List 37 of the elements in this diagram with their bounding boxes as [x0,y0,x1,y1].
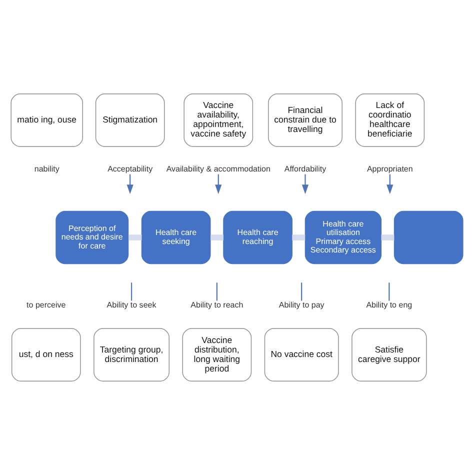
node-box: Vaccine availability, appointment, vaccine safety [184,93,254,146]
connector [381,234,394,240]
node-box: No vaccine cost [264,328,339,381]
connector [388,282,390,300]
connector [216,282,218,300]
node-box: ust, d on ness [11,328,81,381]
arrow [126,174,134,194]
node-text: nability [34,164,60,174]
node-box [394,210,464,264]
node-text: Affordability [284,164,326,174]
node-box: Satisfie caregive suppor [352,328,427,381]
node-box: matio ing, ouse [10,93,83,146]
node-box: Lack of coordinatio healthcare beneficiarie [355,93,425,146]
node-text: Acceptability [108,164,153,174]
node-box: Financial constrain due to travelling [268,93,342,146]
node-box: Perception of needs and desire for care [56,210,129,264]
node-text: Ability to pay [278,300,324,310]
connector [128,234,142,240]
node-box: Health care seeking [141,210,211,264]
arrow [302,174,309,194]
node-text: Ability to reach [190,300,244,310]
node-text: to perceive [26,300,66,310]
connector [130,282,132,300]
connector [301,282,302,300]
arrow [386,174,394,194]
node-box: Health care utilisation Primary access Secondary access [304,210,382,264]
node-box: Stigmatization [95,93,165,146]
connector [210,234,224,240]
node-box: Vaccine distribution, long waiting period [182,328,252,381]
node-box: Health care reaching [223,210,292,264]
node-text: Availability & accommodation [166,164,270,174]
node-text: Appropriaten [366,164,413,174]
node-box: Targeting group, discrimination [94,328,170,381]
node-text: Ability to eng [366,300,412,310]
connector [292,234,306,240]
node-text: Ability to seek [106,300,156,310]
arrow [215,174,222,194]
